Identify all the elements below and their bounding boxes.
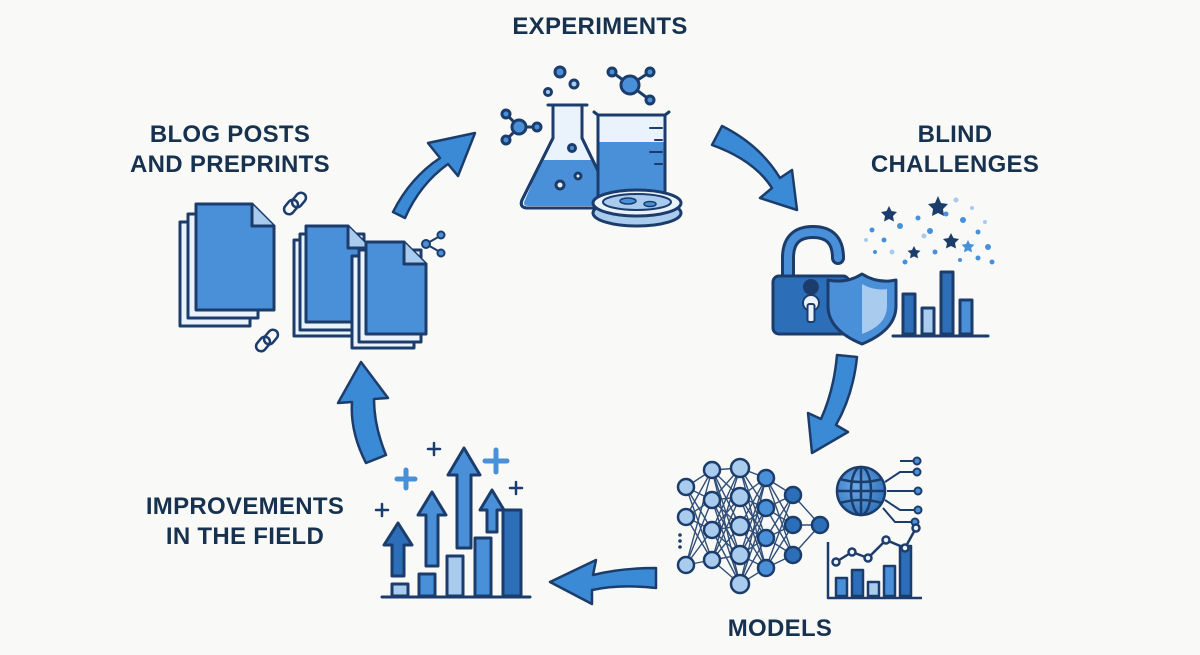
stage-label-line: AND PREPRINTS: [130, 151, 330, 178]
flow-arrow-blind-to-models: [806, 353, 859, 455]
stage-label-line: EXPERIMENTS: [512, 13, 688, 40]
network-node: [702, 520, 722, 540]
flow-arrow-improvements-to-blog: [336, 360, 390, 465]
network-node: [676, 477, 696, 497]
network-node: [783, 515, 803, 535]
network-node: [756, 468, 776, 488]
line-bar-chart-icon: [826, 523, 922, 600]
network-node: [729, 544, 751, 566]
network-node: [702, 490, 722, 510]
sparkle-stars-icon: [864, 196, 995, 265]
network-node: [729, 457, 751, 479]
network-node: [702, 550, 722, 570]
network-edge: [739, 477, 767, 556]
network-edge: [685, 499, 713, 566]
lab-glassware-icon: [500, 65, 683, 228]
network-node: [676, 555, 696, 575]
rising-bars-icon: [374, 441, 532, 599]
flow-arrow-models-to-improvements: [548, 558, 658, 606]
molecule-icon: [500, 108, 543, 146]
plus-signs-icon: [374, 441, 524, 518]
network-node: [810, 515, 830, 535]
network-edge: [765, 494, 794, 569]
molecule-icon: [606, 66, 656, 106]
network-node: [783, 485, 803, 505]
network-edge: [711, 467, 741, 561]
neural-network-icon: [676, 457, 830, 595]
network-edge: [711, 496, 741, 561]
stage-label-line: BLOG POSTS: [149, 121, 311, 148]
network-node: [729, 573, 751, 595]
stage-label-line: IMPROVEMENTS: [145, 493, 345, 520]
stage-label-line: CHALLENGES: [870, 151, 1040, 178]
network-node: [783, 545, 803, 565]
globe-icon: [835, 456, 923, 527]
network-edge: [739, 507, 767, 585]
documents-icon: [178, 191, 446, 353]
stage-label-models: MODELS: [680, 614, 880, 644]
share-icon: [421, 230, 446, 258]
network-edge: [739, 477, 767, 585]
network-node: [729, 486, 751, 508]
stage-label-line: BLIND: [917, 121, 993, 148]
stage-label-blind-challenges: BLIND CHALLENGES: [830, 120, 1080, 180]
network-node: [729, 515, 751, 537]
padlock-shield-chart-icon: [771, 196, 995, 346]
network-node: [676, 507, 696, 527]
network-node: [756, 528, 776, 548]
network-node: [756, 558, 776, 578]
network-node: [702, 460, 722, 480]
stage-label-improvements: IMPROVEMENTS IN THE FIELD: [100, 492, 390, 552]
stage-label-blog-posts: BLOG POSTS AND PREPRINTS: [90, 120, 370, 180]
flow-arrow-experiments-to-blind: [710, 124, 799, 212]
stage-label-line: IN THE FIELD: [165, 523, 325, 550]
link-icon: [254, 328, 280, 353]
stage-label-line: MODELS: [727, 615, 833, 642]
link-icon: [282, 191, 308, 216]
petri-dish-icon: [591, 188, 683, 228]
network-edge: [711, 467, 741, 531]
stage-label-experiments: EXPERIMENTS: [450, 12, 750, 42]
network-node: [756, 498, 776, 518]
flow-arrow-blog-to-experiments: [391, 131, 477, 220]
mini-bar-chart-icon: [891, 270, 990, 338]
network-edge: [685, 469, 713, 566]
